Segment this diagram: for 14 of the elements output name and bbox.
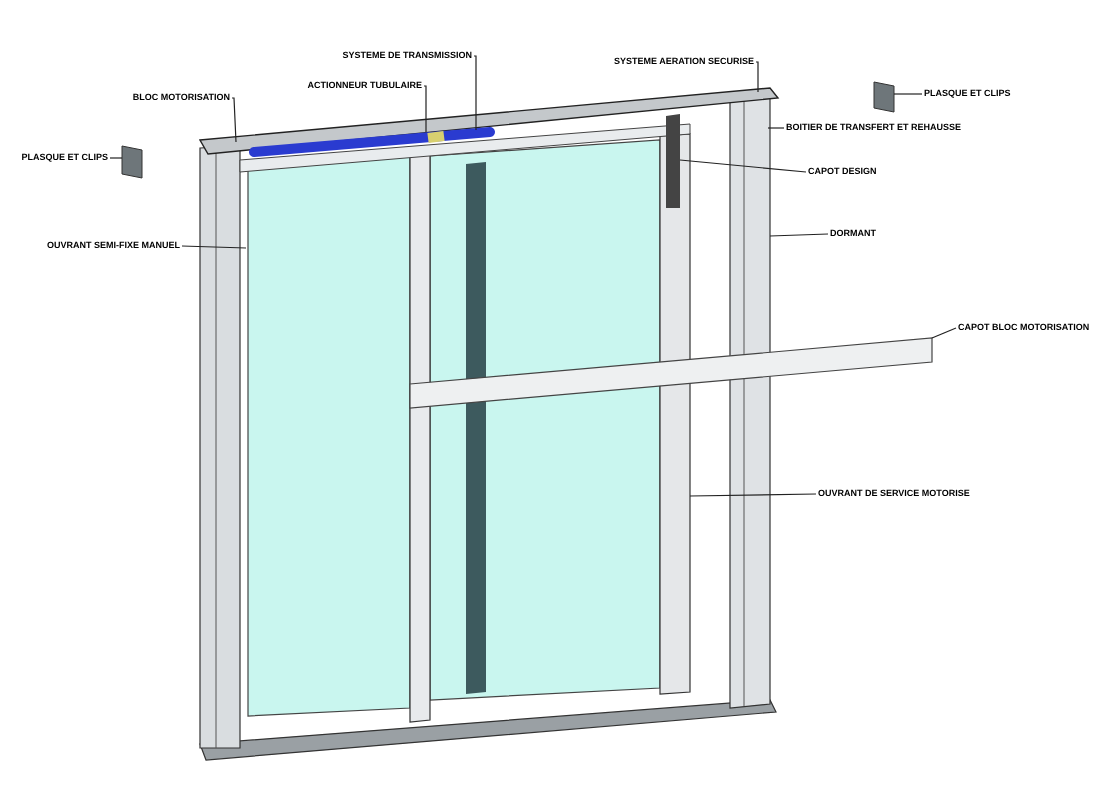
leader-line [423,85,427,133]
leader-line [931,327,957,339]
leader-line [769,233,829,237]
leader-line [755,61,759,93]
leader-line [679,159,807,173]
leader-line [767,127,785,129]
leader-line [893,93,923,95]
leader-line [473,55,477,131]
leader-line [109,157,123,159]
leader-line [231,97,237,143]
plaque-icon [121,145,143,179]
leader-line [181,245,247,249]
leader-line [689,493,817,497]
plaque-icon [873,81,895,113]
